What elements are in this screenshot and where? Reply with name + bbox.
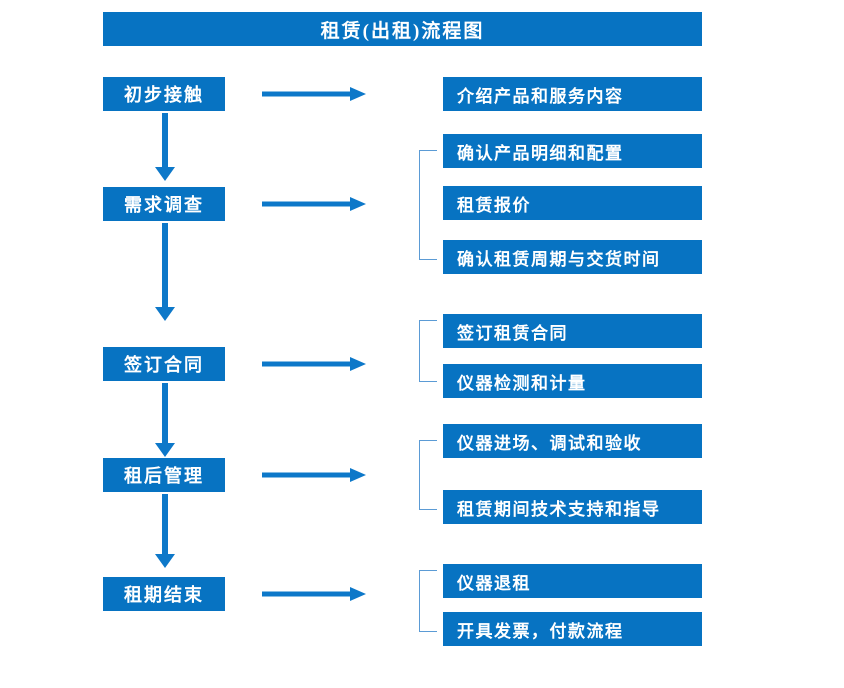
stage-box-4[interactable]: 租后管理: [103, 458, 225, 492]
down-arrow-icon-4: [155, 494, 175, 568]
brace-connector-icon-2: [419, 150, 437, 260]
detail-box-1-1[interactable]: 介绍产品和服务内容: [443, 77, 702, 111]
down-arrow-icon-2: [155, 223, 175, 321]
right-arrow-icon-1: [262, 87, 366, 101]
right-arrow-icon-4: [262, 468, 366, 482]
brace-connector-icon-3: [419, 320, 437, 382]
detail-box-3-2[interactable]: 仪器检测和计量: [443, 364, 702, 398]
page-title: 租赁(出租)流程图: [103, 12, 702, 46]
detail-box-4-1[interactable]: 仪器进场、调试和验收: [443, 424, 702, 458]
detail-box-5-1[interactable]: 仪器退租: [443, 564, 702, 598]
detail-box-4-2[interactable]: 租赁期间技术支持和指导: [443, 490, 702, 524]
right-arrow-icon-2: [262, 197, 366, 211]
brace-connector-icon-4: [419, 440, 437, 510]
stage-box-3[interactable]: 签订合同: [103, 347, 225, 381]
detail-box-5-2[interactable]: 开具发票，付款流程: [443, 612, 702, 646]
right-arrow-icon-3: [262, 357, 366, 371]
stage-box-2[interactable]: 需求调查: [103, 187, 225, 221]
detail-box-2-1[interactable]: 确认产品明细和配置: [443, 134, 702, 168]
right-arrow-icon-5: [262, 587, 366, 601]
stage-box-5[interactable]: 租期结束: [103, 577, 225, 611]
detail-box-3-1[interactable]: 签订租赁合同: [443, 314, 702, 348]
down-arrow-icon-3: [155, 383, 175, 457]
stage-box-1[interactable]: 初步接触: [103, 77, 225, 111]
down-arrow-icon-1: [155, 113, 175, 181]
detail-box-2-3[interactable]: 确认租赁周期与交货时间: [443, 240, 702, 274]
brace-connector-icon-5: [419, 570, 437, 632]
detail-box-2-2[interactable]: 租赁报价: [443, 186, 702, 220]
